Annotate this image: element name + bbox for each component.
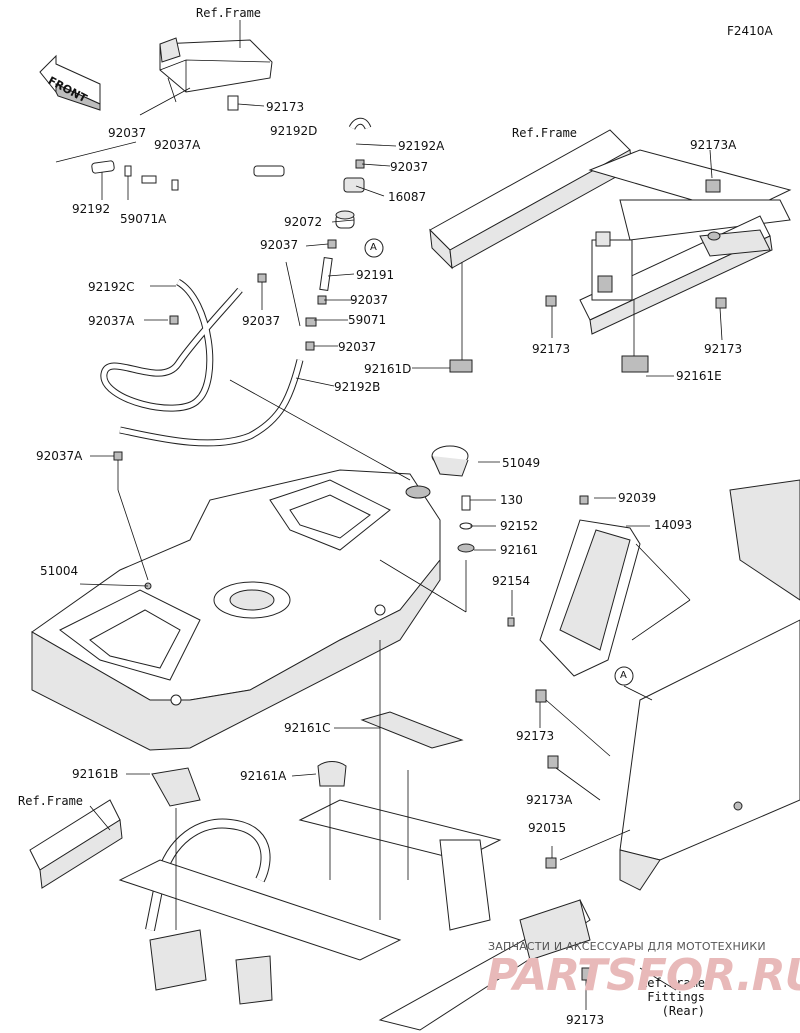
fuel-cap: [431, 445, 469, 477]
part-label: 92161D: [364, 362, 412, 376]
part-label: 92173: [516, 729, 555, 743]
front-arrow-icon: [39, 54, 101, 111]
part-label: 59071A: [120, 212, 167, 226]
callout-a-bottom-label: A: [620, 670, 627, 681]
part-label: 130: [500, 493, 523, 507]
right-frame: [429, 129, 792, 373]
part-label: 92037: [350, 293, 389, 307]
fuel-tank: [31, 469, 441, 751]
callout-a-top-label: A: [370, 242, 377, 253]
part-label: 59071: [348, 313, 387, 327]
part-label: 92161C: [284, 721, 331, 735]
rear-fitting-plate: [614, 479, 800, 891]
ref-frame-left-label: Ref.Frame: [18, 794, 84, 808]
part-label: 92192D: [270, 124, 318, 138]
part-label: 92173A: [690, 138, 737, 152]
part-label: 92191: [356, 268, 395, 282]
part-label: 16087: [388, 190, 427, 204]
part-label: 92192B: [334, 380, 381, 394]
ref-frame-fittings-label: Ref.Frame Fittings (Rear): [640, 976, 706, 1018]
part-label: 92173: [566, 1013, 605, 1027]
heat-guard: [507, 495, 641, 677]
callout-a-top: [364, 238, 384, 258]
part-label: 92072: [284, 215, 323, 229]
part-label: 92192: [72, 202, 111, 216]
part-label: 92192C: [88, 280, 135, 294]
lower-frame: [29, 640, 591, 1031]
part-label: 92037: [338, 340, 377, 354]
part-label: 92173A: [526, 793, 573, 807]
part-label: 92173: [266, 100, 305, 114]
part-label: 92152: [500, 519, 539, 533]
part-label: 92037: [242, 314, 281, 328]
part-label: 51004: [40, 564, 79, 578]
part-label: 92037A: [88, 314, 135, 328]
top-frame-bracket: [139, 20, 273, 116]
watermark-logo: PARTSFOR.RU: [486, 950, 800, 1001]
part-label: 92161A: [240, 769, 287, 783]
part-label: 51049: [502, 456, 541, 470]
leader-lines: [55, 103, 723, 1010]
watermark-subtitle: ЗАПЧАСТИ И АКСЕССУАРЫ ДЛЯ МОТОТЕХНИКИ: [488, 940, 766, 953]
part-label: 92039: [618, 491, 657, 505]
part-label: 92037: [108, 126, 147, 140]
part-label: 92037: [260, 238, 299, 252]
part-label: 14093: [654, 518, 693, 532]
ref-frame-top-label: Ref.Frame: [196, 6, 262, 20]
part-label: 92015: [528, 821, 567, 835]
part-label: 92037A: [154, 138, 201, 152]
part-label: 92037: [390, 160, 429, 174]
part-label: 92192A: [398, 139, 445, 153]
part-label: 92173: [704, 342, 743, 356]
part-label: 92161B: [72, 767, 119, 781]
ref-frame-right-label: Ref.Frame: [512, 126, 578, 140]
part-label: 92037A: [36, 449, 83, 463]
part-label: 92161E: [676, 369, 722, 383]
part-label: 92173: [532, 342, 571, 356]
diagram-code: F2410A: [727, 24, 773, 38]
part-label: 92154: [492, 574, 531, 588]
hose-92192: [91, 160, 179, 191]
part-label: 92161: [500, 543, 539, 557]
